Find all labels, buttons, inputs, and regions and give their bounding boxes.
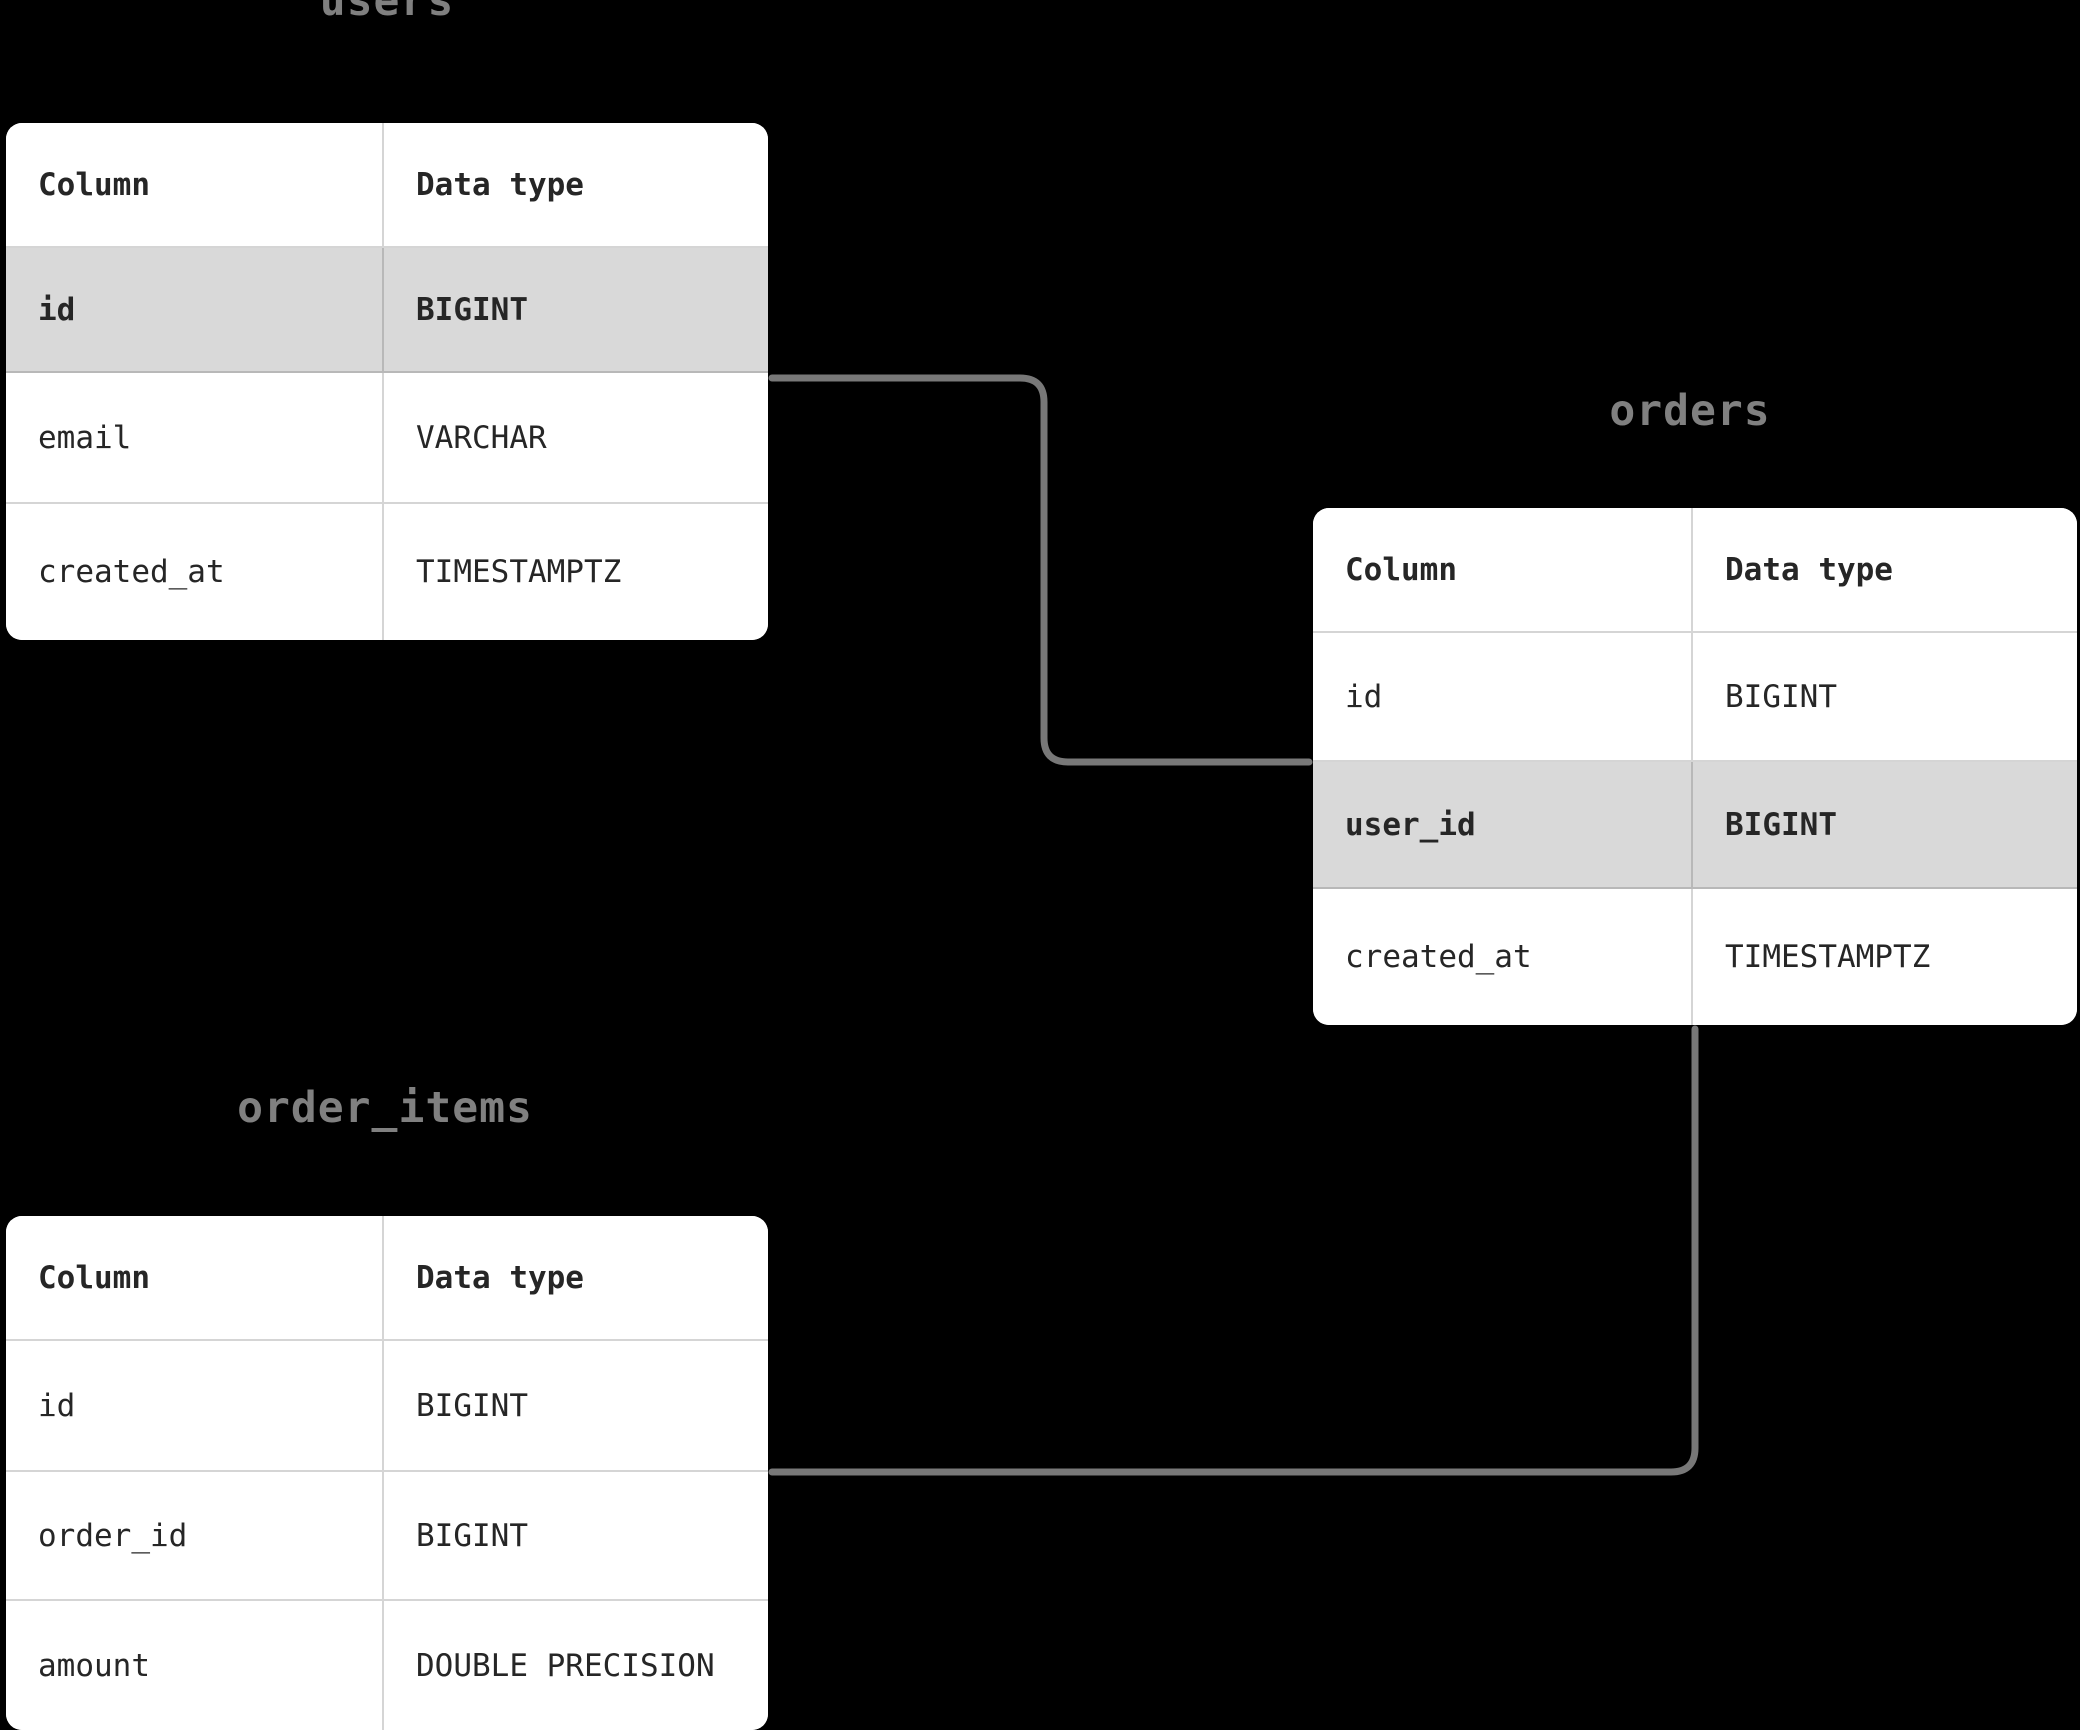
cell-data-type: BIGINT (416, 291, 528, 328)
table-header-row: Column Data type (1313, 508, 2077, 633)
cell-column-name: created_at (1313, 889, 1693, 1025)
table-card-users[interactable]: Column Data type id BIGINT email VARCHAR… (6, 123, 768, 640)
header-column: Column (6, 123, 384, 246)
table-row[interactable]: id BIGINT (6, 1341, 768, 1472)
cell-data-type: VARCHAR (416, 419, 547, 456)
table-title-users: users (319, 0, 455, 26)
cell-data-type: TIMESTAMPTZ (1725, 939, 1931, 975)
table-row[interactable]: email VARCHAR (6, 373, 768, 504)
table-title-order-items: order_items (237, 1083, 533, 1133)
cell-column-name: user_id (1313, 762, 1693, 887)
cell-column-name: id (6, 248, 384, 371)
edge-users-id-to-orders-user-id (768, 374, 1313, 766)
table-row[interactable]: created_at TIMESTAMPTZ (6, 504, 768, 640)
table-row[interactable]: created_at TIMESTAMPTZ (1313, 889, 2077, 1025)
cell-data-type: TIMESTAMPTZ (416, 554, 622, 590)
cell-column-name: id (6, 1341, 384, 1470)
cell-data-type: BIGINT (1725, 678, 1837, 715)
cell-column-name: created_at (6, 504, 384, 640)
header-data-type: Data type (416, 1259, 584, 1296)
header-data-type: Data type (416, 166, 584, 203)
cell-data-type: DOUBLE PRECISION (416, 1647, 715, 1684)
table-header-row: Column Data type (6, 123, 768, 248)
cell-column-name: email (6, 373, 384, 502)
table-card-orders[interactable]: Column Data type id BIGINT user_id BIGIN… (1313, 508, 2077, 1025)
cell-data-type: BIGINT (416, 1387, 528, 1424)
cell-data-type: BIGINT (1725, 806, 1837, 843)
table-row[interactable]: id BIGINT (6, 248, 768, 373)
header-column: Column (6, 1216, 384, 1339)
header-column: Column (1313, 508, 1693, 631)
edge-orders-id-to-order-items-order-id (768, 1025, 1699, 1476)
table-header-row: Column Data type (6, 1216, 768, 1341)
table-card-order-items[interactable]: Column Data type id BIGINT order_id BIGI… (6, 1216, 768, 1730)
cell-data-type: BIGINT (416, 1517, 528, 1554)
cell-column-name: id (1313, 633, 1693, 760)
table-row[interactable]: amount DOUBLE PRECISION (6, 1601, 768, 1730)
table-row[interactable]: order_id BIGINT (6, 1472, 768, 1601)
table-title-orders: orders (1609, 386, 1771, 436)
header-data-type: Data type (1725, 551, 1893, 588)
cell-column-name: order_id (6, 1472, 384, 1599)
table-row[interactable]: user_id BIGINT (1313, 762, 2077, 889)
table-row[interactable]: id BIGINT (1313, 633, 2077, 762)
cell-column-name: amount (6, 1601, 384, 1730)
